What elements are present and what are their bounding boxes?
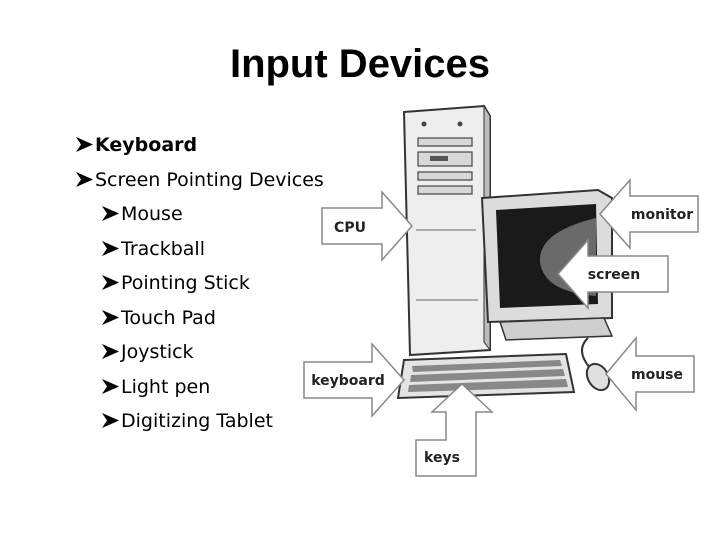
arrowhead-bullet-icon	[102, 378, 119, 394]
monitor-label: monitor	[631, 207, 693, 223]
screen-callout-arrow: screen	[556, 238, 669, 310]
cpu-label: CPU	[334, 220, 366, 236]
list-item: Pointing Stick	[76, 269, 324, 304]
list-item: Joystick	[76, 338, 324, 373]
list-item: Light pen	[76, 373, 324, 408]
mouse-callout-arrow: mouse	[605, 335, 695, 413]
keyboard-callout-arrow: keyboard	[303, 342, 406, 418]
screen-label: screen	[588, 267, 641, 283]
monitor-callout-arrow: monitor	[598, 178, 699, 250]
mouse-icon	[581, 337, 611, 392]
keyboard-label: keyboard	[311, 373, 385, 389]
mouse-label: mouse	[631, 367, 683, 383]
list-item: Trackball	[76, 235, 324, 270]
bullet-text: Touch Pad	[121, 306, 216, 329]
keyboard-icon	[396, 352, 576, 400]
bullet-text: Screen Pointing Devices	[95, 168, 324, 191]
list-item: Touch Pad	[76, 304, 324, 339]
arrowhead-bullet-icon	[102, 240, 119, 256]
bullet-text: Light pen	[121, 375, 211, 398]
list-item: Keyboard	[76, 131, 324, 166]
keys-label: keys	[424, 450, 460, 466]
list-item: Screen Pointing Devices	[76, 166, 324, 201]
bullet-text: Digitizing Tablet	[121, 410, 273, 432]
list-item: Digitizing Tablet	[76, 407, 324, 442]
list-item: Mouse	[76, 200, 324, 235]
arrowhead-bullet-icon	[76, 171, 93, 187]
cpu-tower-icon	[402, 104, 491, 357]
bullet-text: Pointing Stick	[121, 272, 250, 294]
bullet-text: Mouse	[121, 203, 183, 225]
arrowhead-bullet-icon	[102, 206, 119, 221]
cpu-callout-arrow: CPU	[321, 190, 414, 262]
bullet-text: Keyboard	[95, 134, 198, 156]
bullet-text: Trackball	[121, 237, 205, 260]
arrowhead-bullet-icon	[102, 275, 119, 290]
arrowhead-bullet-icon	[102, 309, 119, 325]
arrowhead-bullet-icon	[102, 413, 119, 428]
bullet-list: Keyboard Screen Pointing Devices Mouse T…	[76, 131, 324, 442]
bullet-text: Joystick	[121, 341, 194, 363]
slide-title: Input Devices	[229, 42, 491, 86]
keys-callout-arrow: keys	[415, 382, 494, 477]
arrowhead-bullet-icon	[102, 344, 119, 359]
arrowhead-bullet-icon	[76, 137, 93, 152]
